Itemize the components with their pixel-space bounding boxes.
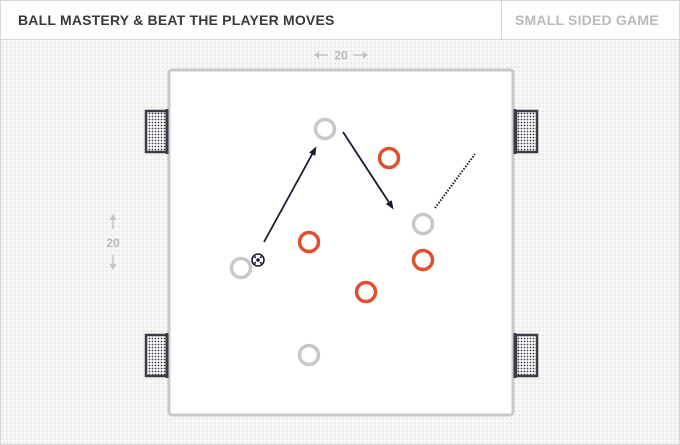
goal-icon <box>513 333 539 378</box>
player-marker-red <box>297 230 321 254</box>
drill-title: BALL MASTERY & BEAT THE PLAYER MOVES <box>18 12 335 28</box>
player-marker-red <box>377 146 401 170</box>
goal-icon <box>144 109 169 154</box>
header-divider <box>501 1 502 39</box>
goal-icon <box>144 333 169 378</box>
player-marker-red <box>354 280 378 304</box>
player-marker-white <box>411 212 435 236</box>
player-marker-white <box>297 343 321 367</box>
width-label: 20 <box>334 49 348 63</box>
dribble-arrow <box>263 146 317 243</box>
width-dimension: 20 <box>314 49 368 63</box>
pitch <box>167 68 515 417</box>
shot-path <box>434 153 476 209</box>
run-arrow <box>342 131 394 210</box>
player-marker-red <box>411 248 435 272</box>
height-label: 20 <box>106 236 120 250</box>
header-bar: BALL MASTERY & BEAT THE PLAYER MOVES SMA… <box>1 1 679 40</box>
soccer-ball-icon <box>251 253 265 267</box>
height-dimension: 20 <box>106 214 120 270</box>
goal-icon <box>513 109 539 154</box>
drill-type-label: SMALL SIDED GAME <box>515 12 659 28</box>
player-marker-white <box>229 256 253 280</box>
player-marker-white <box>313 117 337 141</box>
